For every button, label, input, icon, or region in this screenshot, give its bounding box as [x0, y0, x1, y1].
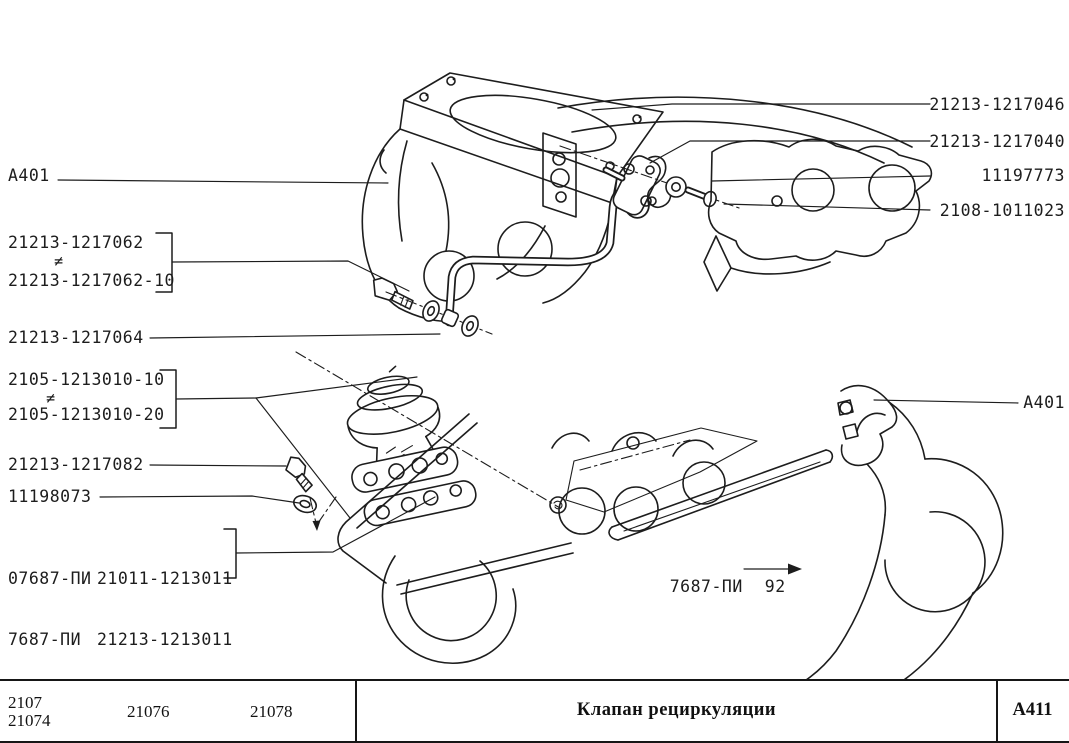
label-1217082: 21213-1217082 — [8, 455, 144, 474]
leader-lines — [57, 103, 1019, 554]
exhaust-manifold-upper — [557, 96, 933, 292]
washer-11197773-part — [665, 176, 687, 198]
grouping-brackets — [155, 232, 237, 579]
label-11197773: 11197773 — [981, 166, 1065, 185]
valve-gasket — [363, 480, 477, 527]
label-group-standards: 07687-ПИ 21011-1213011 7687-ПИ 21213-12130… — [8, 530, 233, 688]
label-1217046: 21213-1217046 — [929, 95, 1065, 114]
label-11198073: 11198073 — [8, 487, 92, 506]
part-number: 21213-1213011 — [97, 630, 233, 649]
model-number: 2107 — [8, 693, 42, 712]
label-1217040: 21213-1217040 — [929, 132, 1065, 151]
table-divider — [996, 681, 998, 741]
label-1213010-10: 2105-1213010-10 — [8, 370, 165, 389]
assembly-axes — [295, 351, 561, 531]
not-interchangeable-icon: ≠ — [54, 252, 64, 270]
direction-arrow — [743, 563, 802, 575]
table-divider — [355, 681, 357, 741]
label-annotation-7687: 7687-ПИ 92 — [628, 560, 786, 614]
sheet-title: Клапан рециркуляции — [576, 700, 777, 720]
annotation-standard: 7687-ПИ — [669, 577, 743, 596]
washer-98073 — [292, 494, 318, 514]
sheet-code: А411 — [1012, 700, 1053, 720]
model-list-2107: 2107 21074 — [8, 694, 51, 730]
label-a401-left: А401 — [8, 166, 50, 185]
model-21078: 21078 — [250, 702, 293, 721]
washers-1217064 — [385, 291, 493, 337]
title-block: 2107 21074 21076 21078 Клапан рециркуляц… — [0, 679, 1069, 743]
standard-code: 7687-ПИ — [8, 630, 82, 649]
egr-boss-plate — [542, 132, 577, 218]
standard-row: 7687-ПИ 21213-1213011 — [8, 627, 233, 652]
model-number: 21074 — [8, 711, 51, 730]
exhaust-manifold-lower — [337, 384, 1004, 679]
manifold-ear-a401 — [840, 384, 898, 466]
label-1217064: 21213-1217064 — [8, 328, 144, 347]
standard-row: 07687-ПИ 21011-1213011 — [8, 566, 233, 591]
part-number: 21011-1213011 — [97, 569, 233, 588]
not-interchangeable-icon: ≠ — [46, 389, 56, 407]
label-1217062-10: 21213-1217062-10 — [8, 271, 175, 290]
standard-code: 07687-ПИ — [8, 569, 92, 588]
label-1217062: 21213-1217062 — [8, 233, 144, 252]
model-21076: 21076 — [127, 702, 170, 721]
annotation-number: 92 — [764, 577, 786, 596]
diagram-art — [57, 72, 1019, 679]
label-1011023: 2108-1011023 — [939, 201, 1065, 220]
bolt-1217082 — [285, 456, 313, 493]
label-a401-right: А401 — [1023, 393, 1065, 412]
label-1213010-20: 2105-1213010-20 — [8, 405, 165, 424]
egr-pipe — [444, 155, 661, 327]
pipe-end-flange — [646, 155, 672, 209]
